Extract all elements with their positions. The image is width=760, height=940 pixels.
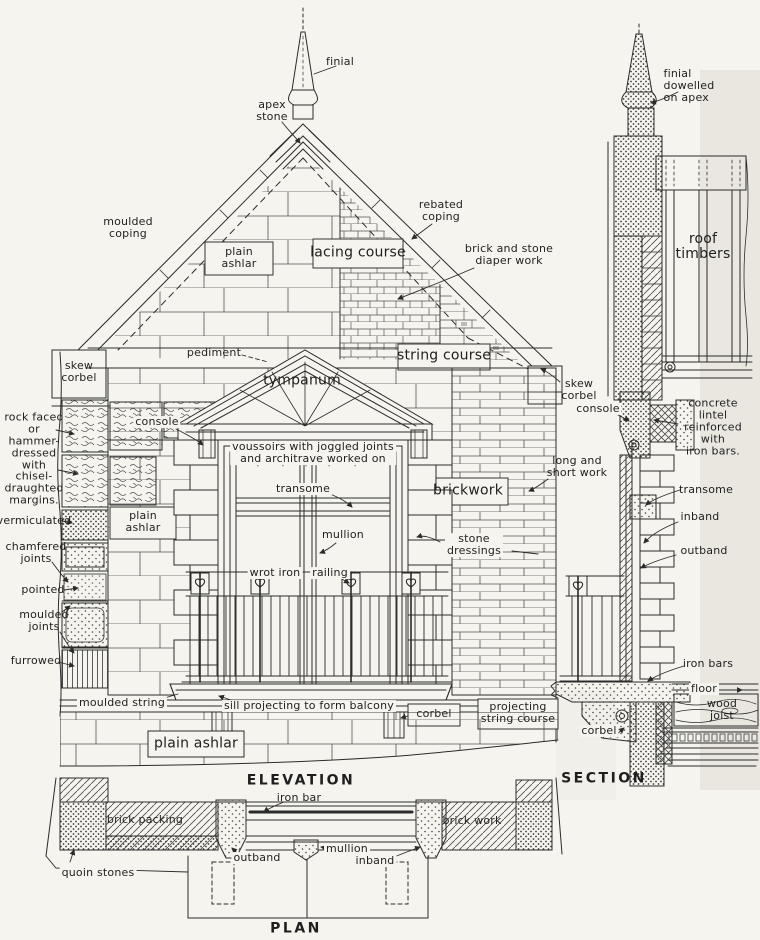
plan-left-corner bbox=[45, 777, 109, 857]
section-window-stack bbox=[619, 441, 675, 682]
section-balcony-slab bbox=[550, 681, 691, 703]
section-railing bbox=[559, 575, 633, 682]
finial-drawing bbox=[269, 7, 337, 170]
section-gable-wall bbox=[607, 135, 663, 401]
plan-wall-band bbox=[59, 777, 563, 855]
plan-reveal bbox=[187, 855, 429, 919]
section-corbel bbox=[581, 701, 673, 787]
plan-window bbox=[215, 799, 447, 861]
console-lintel-section bbox=[619, 391, 695, 459]
roof-timbers-drawing bbox=[655, 155, 753, 379]
window-drawing bbox=[217, 439, 409, 691]
quoin-texture-strip bbox=[61, 399, 217, 689]
section-finial bbox=[621, 23, 657, 137]
base-courses bbox=[59, 698, 559, 767]
section-leaders bbox=[615, 91, 743, 736]
balcony-slab bbox=[169, 683, 453, 701]
gable-masonry bbox=[92, 152, 535, 373]
plan-leaders bbox=[45, 801, 421, 873]
pediment-drawing bbox=[176, 349, 434, 459]
